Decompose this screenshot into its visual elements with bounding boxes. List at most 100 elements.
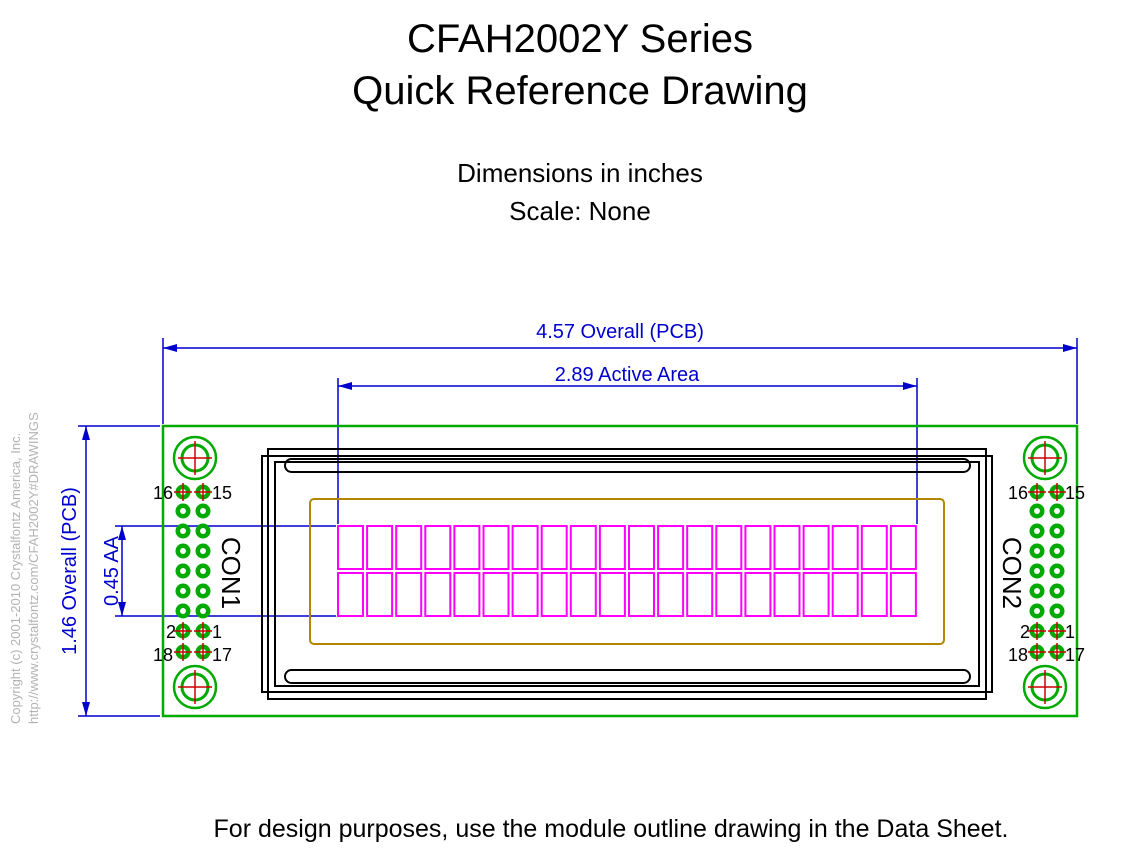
- character-cell: [366, 572, 394, 617]
- overall-width-label: 4.57 Overall (PCB): [536, 321, 704, 343]
- character-cell: [715, 525, 743, 570]
- con2-label: CON2: [997, 537, 1027, 609]
- units-note: Dimensions in inches: [457, 158, 703, 188]
- connector-pad: [1049, 523, 1065, 539]
- character-cell: [802, 525, 830, 570]
- character-cell: [889, 525, 917, 570]
- mounting-hole: [1022, 435, 1068, 481]
- character-cell: [598, 525, 626, 570]
- character-cell: [424, 525, 452, 570]
- mounting-hole: [172, 664, 218, 710]
- connector-pad: [1049, 563, 1065, 579]
- mounting-holes: [172, 435, 1068, 710]
- character-cell: [802, 572, 830, 617]
- con1-pin-16: 16: [153, 483, 173, 503]
- connector-pads: [174, 483, 1066, 661]
- connector-pad: [195, 583, 211, 599]
- connector-pad: [175, 503, 191, 519]
- connector-pad: [174, 622, 192, 640]
- character-cell: [569, 525, 597, 570]
- character-cell: [337, 525, 364, 570]
- con2-pin-17: 17: [1065, 645, 1085, 665]
- character-cell: [773, 525, 801, 570]
- con1-pin-15: 15: [212, 483, 232, 503]
- con1-label: CON1: [216, 537, 246, 609]
- connector-pad: [175, 523, 191, 539]
- connector-pad: [195, 523, 211, 539]
- connector-pad: [1049, 503, 1065, 519]
- connector-pad: [175, 583, 191, 599]
- connector-pad: [1029, 583, 1045, 599]
- con1-pin-1: 1: [212, 622, 222, 642]
- connector-pad: [1028, 622, 1046, 640]
- con2-pin-1: 1: [1065, 622, 1075, 642]
- character-cell: [453, 572, 481, 617]
- connector-pad: [1048, 643, 1066, 661]
- character-cell: [860, 525, 888, 570]
- con2-pin-15: 15: [1065, 483, 1085, 503]
- viewing-area: [309, 498, 945, 645]
- character-cell: [773, 572, 801, 617]
- active-height-label: 0.45 AA: [101, 535, 123, 606]
- character-cell: [511, 525, 539, 570]
- character-cell: [744, 525, 772, 570]
- character-cell: [831, 525, 859, 570]
- overall-height-dimension: [78, 425, 160, 717]
- character-cell: [337, 572, 364, 617]
- character-cell: [395, 572, 423, 617]
- connector-pad: [1029, 543, 1045, 559]
- character-cell: [540, 525, 568, 570]
- character-cell: [628, 525, 655, 570]
- character-cell: [395, 525, 423, 570]
- connector-pad: [1049, 543, 1065, 559]
- pcb-outline: [161, 424, 1079, 718]
- character-cell: [744, 572, 772, 617]
- character-cell: [424, 572, 452, 617]
- copyright-line-1: Copyright (c) 2001-2010 Crystalfontz Ame…: [8, 433, 23, 724]
- character-cell: [540, 572, 568, 617]
- connector-pad: [195, 503, 211, 519]
- character-cell: [657, 525, 685, 570]
- character-cell: [686, 572, 714, 617]
- con1-pin-2: 2: [166, 622, 176, 642]
- character-cell: [715, 572, 743, 617]
- overall-height-label: 1.46 Overall (PCB): [59, 487, 81, 655]
- connector-pad: [195, 603, 211, 619]
- character-cell: [453, 525, 481, 570]
- overall-width-dimension: [162, 338, 1078, 424]
- connector-pad: [1028, 643, 1046, 661]
- connector-pad: [195, 563, 211, 579]
- scale-note: Scale: None: [509, 196, 651, 226]
- mounting-hole: [1022, 664, 1068, 710]
- character-cell: [482, 525, 510, 570]
- connector-pad: [175, 603, 191, 619]
- con1-pin-17: 17: [212, 645, 232, 665]
- connector-pad: [1028, 483, 1046, 501]
- connector-pad: [194, 622, 212, 640]
- active-width-dimension: [337, 378, 918, 524]
- connector-pad: [1029, 523, 1045, 539]
- title-line-2: Quick Reference Drawing: [352, 69, 808, 113]
- connector-pad: [174, 643, 192, 661]
- con2-pin-18: 18: [1008, 645, 1028, 665]
- character-cell: [366, 525, 394, 570]
- character-cell: [569, 572, 597, 617]
- character-cell: [511, 572, 539, 617]
- connector-pad: [194, 483, 212, 501]
- con2-pin-16: 16: [1008, 483, 1028, 503]
- connector-pad: [1029, 503, 1045, 519]
- connector-pad: [1049, 583, 1065, 599]
- mounting-hole: [172, 435, 218, 481]
- connector-pad: [1029, 603, 1045, 619]
- connector-pad: [174, 483, 192, 501]
- footer-note: For design purposes, use the module outl…: [214, 815, 1009, 843]
- connector-pad: [1029, 563, 1045, 579]
- active-width-label: 2.89 Active Area: [555, 364, 700, 386]
- character-cell: [889, 572, 917, 617]
- title-line-1: CFAH2002Y Series: [407, 17, 753, 61]
- lcd-bezel: [261, 448, 993, 700]
- connector-pad: [194, 643, 212, 661]
- character-cell: [831, 572, 859, 617]
- character-cell: [628, 572, 655, 617]
- character-cell: [598, 572, 626, 617]
